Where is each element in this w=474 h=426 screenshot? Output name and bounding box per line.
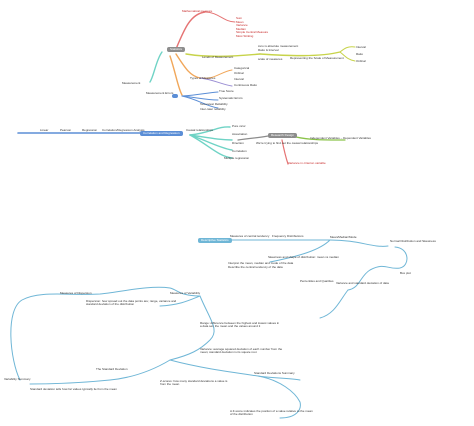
- branch-olive-far3: [339, 51, 356, 62]
- map3-center: [169, 295, 215, 361]
- levels-child-2: Ratio & Interval: [258, 48, 279, 52]
- types-child-4: Continuous Ratio: [234, 83, 258, 87]
- map3-side: [319, 289, 349, 319]
- map2-child-1: Pure vs/or: [232, 124, 246, 128]
- research-design-node[interactable]: Research Design: [268, 133, 298, 138]
- statistics-root-node[interactable]: Statistics: [167, 47, 186, 52]
- map3-note-3: Percentiles and Quartiles: [300, 279, 334, 283]
- math-measure-label: Mathematical measure: [182, 9, 213, 13]
- branch-blue-errors2: [181, 95, 219, 101]
- map2-teal-3: [189, 134, 233, 151]
- measure-3: Variance: [236, 23, 248, 27]
- map3-summary-left: Variability Summary: [4, 377, 31, 381]
- measure-4: Median: [236, 26, 246, 31]
- branch-teal-measurement: [149, 51, 163, 83]
- types-child-2: Ordinal: [234, 71, 244, 75]
- map3-side-text: Dispersion: how spread out the data poin…: [86, 299, 177, 307]
- map2-child-2: Association: [232, 132, 248, 136]
- map2-teal-2: [189, 134, 233, 141]
- map2-line-label-1: Linear: [40, 128, 49, 132]
- branch-red-math: [175, 11, 206, 50]
- map3-mid-curve: [269, 239, 331, 263]
- map3-right-top: Mean/Median/Mode: [330, 235, 357, 239]
- map3-note-2: Describe the central tendency of the dat…: [228, 265, 283, 269]
- map2-center-top: Causal relationships: [186, 128, 214, 132]
- map3-top-label-2: Frequency Distributions: [272, 234, 304, 238]
- map2-teal-1: [189, 126, 231, 136]
- map3-mid-label: Measures of Variability: [170, 291, 201, 295]
- map2-line-label-4: Correlation/Regression Analysis: [102, 128, 145, 132]
- map2-child-5: Multiple regression: [224, 156, 250, 160]
- measure-5: Simple Central Measure: [236, 30, 269, 34]
- map2-red-label: Variance in criterion variable: [288, 161, 326, 165]
- far-child-1: Interval: [356, 45, 366, 49]
- map3-bottom-right: [257, 375, 301, 381]
- map3-bottom-mid: The Standard Deviation: [96, 367, 128, 371]
- map2-line-label-3: Regression: [82, 128, 98, 132]
- far-child-2: Ratio: [356, 52, 364, 56]
- map2-gray-link: [237, 135, 269, 141]
- levels-child-3: scale of measures: [258, 57, 283, 61]
- map3-left-note: Measures of Dispersion: [60, 291, 92, 295]
- map3-right-note: Box plot: [400, 271, 411, 275]
- map2-line-label-2: Pearson: [60, 128, 72, 132]
- descriptive-stats-root-node[interactable]: Descriptive Statistics: [198, 238, 232, 243]
- map3-right-side: Normal Distribution and Skewness: [390, 239, 436, 243]
- error-child-1: True Score: [219, 89, 234, 93]
- branch-orange-errors: [169, 55, 183, 96]
- types-label: Types of Measures: [190, 76, 216, 80]
- branch-olive-far: [259, 51, 341, 57]
- map3-branches: [10, 239, 408, 419]
- map2-branches: [17, 126, 346, 165]
- map2-red: [281, 139, 289, 165]
- map1-branches: [149, 11, 356, 109]
- far-child-3: Ordinal: [356, 59, 366, 63]
- measure-6: Most Striking: [236, 33, 254, 38]
- correlation-regression-node[interactable]: Correlation and Regression: [140, 131, 183, 136]
- measure-2: Mean: [236, 19, 244, 24]
- map3-bottom-note: Standard Deviations Summary: [254, 371, 295, 375]
- map3-upper-mid: Skewness and shape of distribution: mean…: [268, 255, 339, 259]
- map2-child-3: Direction: [232, 141, 244, 145]
- map3-bottom: [169, 359, 301, 419]
- map3-center-text: Range: difference between the highest an…: [200, 321, 280, 329]
- map3-bottom-left: Standard deviation tells how far values …: [30, 387, 117, 391]
- types-child-3: Interval: [234, 77, 244, 81]
- error-child-4: Inter-rater reliability: [200, 107, 226, 111]
- branch-red-measures: [204, 11, 236, 23]
- map3-bottom-right: Z-scores: how many standard deviations a…: [160, 379, 228, 387]
- branch-olive-levels: [185, 53, 261, 58]
- far-label: Representing the Scale of Measurement: [290, 56, 344, 60]
- branch-blue-errors: [181, 91, 219, 97]
- error-child-3: Test-retest Reliability: [200, 102, 228, 106]
- branch-blue-errors3: [181, 95, 219, 109]
- map2-green: [295, 136, 346, 141]
- map2-teal-4: [189, 134, 233, 159]
- map2-right-label: Independent Variables – Dependent Variab…: [310, 136, 371, 140]
- map3-left-down: [159, 295, 201, 307]
- branch-olive-far2: [339, 46, 356, 53]
- measure-1: Sum: [236, 16, 243, 20]
- levels-label: Levels of Measurement: [202, 55, 234, 59]
- map2-mid-label: We're trying to find out the causal rela…: [256, 141, 319, 145]
- error-child-2: Systematic Errors: [219, 96, 243, 100]
- map2-child-4: Correlation: [232, 149, 247, 153]
- branch-purple: [199, 77, 233, 87]
- types-child-1: Categorical: [234, 66, 250, 70]
- map3-lower: [29, 359, 171, 385]
- map3-top-label-1: Measures of central tendency: [230, 234, 270, 238]
- map3-right-up: [329, 239, 389, 247]
- branch-orange-types: [175, 53, 201, 79]
- measurement-errors-label: Measurement Errors: [146, 91, 174, 95]
- measurement-label: Measurement: [122, 81, 141, 85]
- map3-right-curve: [347, 246, 408, 291]
- map3-bottom-tiny: A Z-score indicates the position of a va…: [230, 409, 313, 417]
- map3-note-1: Interpret the mean, median and mode of t…: [228, 261, 294, 265]
- map3-left-loop: [10, 286, 201, 381]
- map3-lower-text: Variance: average squared deviation of e…: [200, 347, 283, 355]
- errors-node[interactable]: [172, 94, 178, 98]
- levels-child-1: zero is absolute measurement: [258, 44, 299, 48]
- map3-right-note-2: Variance and standard deviation of data: [336, 281, 389, 285]
